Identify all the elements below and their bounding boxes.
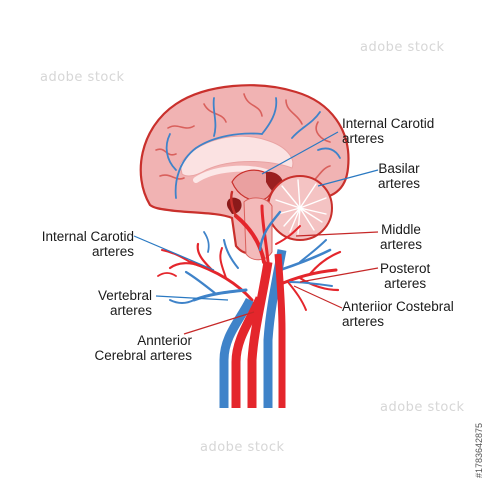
leader-vertebral: [155, 295, 229, 301]
right-artery: [274, 253, 286, 408]
leader-internal-carotid-left: [133, 235, 215, 271]
leader-anteriior-costebral: [293, 285, 343, 309]
central-artery: [247, 261, 273, 408]
left-vein: [219, 297, 255, 408]
watermark: adobe stock: [40, 70, 125, 85]
leader-lines: [133, 131, 379, 335]
cerebellum-folia: [275, 179, 327, 235]
leader-annterior-cerebral: [183, 311, 255, 335]
corpus-callosum: [179, 135, 294, 177]
leader-posterot: [299, 267, 379, 283]
leader-internal-carotid-top: [261, 131, 339, 175]
watermark: adobe stock: [200, 440, 285, 455]
gyri-lines: [155, 93, 331, 183]
neck-vessels: [219, 249, 287, 408]
cortical-veins: [165, 97, 341, 199]
leader-basilar: [317, 169, 379, 187]
watermark: adobe stock: [380, 400, 465, 415]
cerebral-feed: [230, 190, 282, 264]
leader-middle: [295, 231, 379, 237]
watermark: adobe stock: [360, 40, 445, 55]
